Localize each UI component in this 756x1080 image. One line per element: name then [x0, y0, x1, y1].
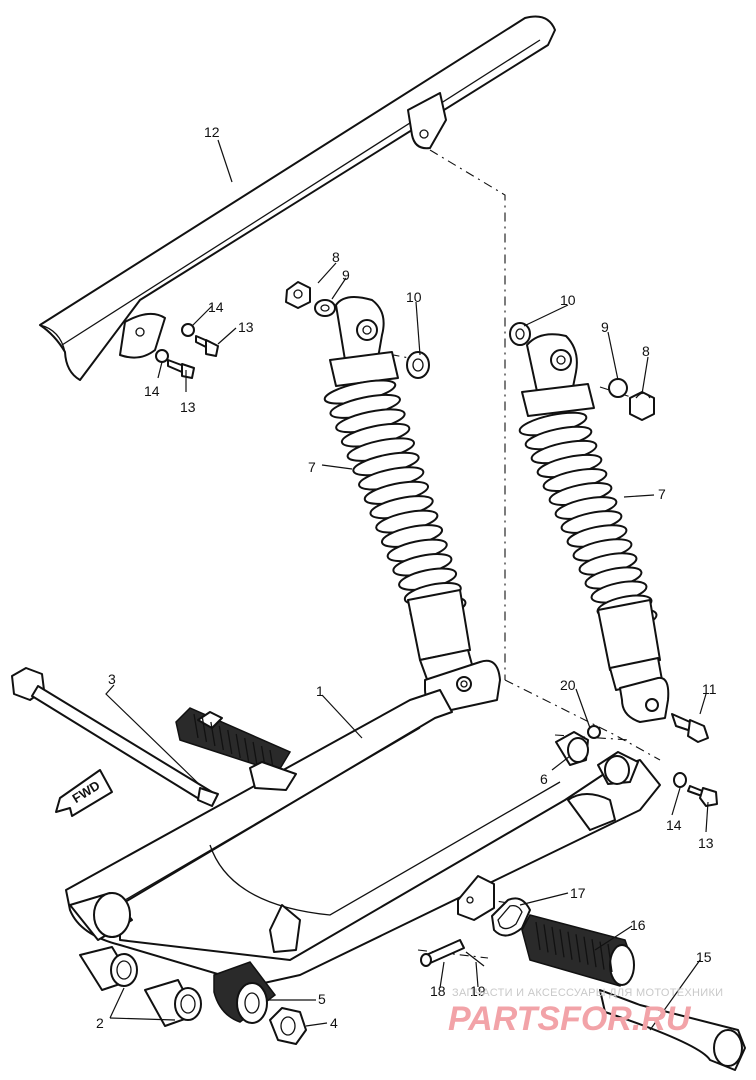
axle-nut [269, 1007, 307, 1045]
washer-20 [587, 725, 601, 739]
callout-11: 11 [702, 681, 717, 697]
footrest-rib [559, 929, 565, 958]
cap-nut-8-right [629, 391, 655, 421]
callout-9-left: 9 [342, 267, 350, 283]
callout-7-right: 7 [658, 486, 666, 502]
footrest-rib [201, 717, 208, 743]
callout-20: 20 [560, 677, 576, 693]
footrest-left [175, 707, 297, 791]
watermark-caption: ЗАПЧАСТИ И АКСЕССУАРЫ ДЛЯ МОТОТЕХНИКИ [452, 987, 723, 999]
callout-numbers: 12 8 9 10 14 13 14 13 7 10 9 8 7 3 1 20 … [96, 124, 717, 1031]
footrest-rib [535, 921, 541, 951]
pin-18 [420, 939, 465, 967]
footrest-rib [567, 931, 573, 960]
chain-guard [39, 15, 556, 381]
washer-9-right [608, 378, 628, 398]
footrest-rib [235, 733, 241, 759]
footrest-rib [575, 934, 581, 963]
callout-5: 5 [318, 991, 326, 1007]
shock-absorber-right [518, 333, 670, 723]
footrest-rib [543, 924, 549, 953]
callout-7-left: 7 [308, 459, 316, 475]
callout-16: 16 [630, 917, 646, 933]
pivot-bushings [69, 892, 202, 1027]
callout-13-right: 13 [698, 835, 714, 851]
cotter-pin-19 [465, 951, 485, 967]
callout-15: 15 [696, 949, 712, 965]
swing-arm-end-bushing [213, 961, 277, 1024]
footrest-rib [244, 737, 250, 763]
callout-8-right: 8 [642, 343, 650, 359]
watermark-brand: PARTSFOR.RU [448, 1000, 692, 1038]
callout-3: 3 [108, 671, 116, 687]
footrest-rib [551, 926, 557, 955]
washer-10-left [406, 351, 430, 379]
callout-4: 4 [330, 1015, 338, 1031]
washer-10-right [509, 322, 531, 346]
footrest-rib [193, 713, 199, 739]
footrest-rib [252, 741, 258, 767]
pivot-shaft [11, 667, 219, 807]
footrest-rib [583, 936, 589, 965]
callout-18: 18 [430, 983, 446, 999]
callout-8-left: 8 [332, 249, 340, 265]
leader-lines [105, 139, 709, 1031]
callout-1: 1 [316, 683, 324, 699]
callout-12: 12 [204, 124, 220, 140]
footrest-end [609, 944, 635, 986]
footrest-rib [227, 729, 233, 755]
footrest-rib [210, 721, 216, 747]
bolt-13-top [195, 335, 219, 357]
bolt-11 [671, 713, 709, 743]
washer-14-top [181, 323, 195, 337]
callout-6: 6 [540, 771, 548, 787]
callout-9-right: 9 [601, 319, 609, 335]
swing-arm [65, 689, 661, 986]
bolt-13-lower [167, 359, 195, 379]
washer-14-right [673, 772, 687, 788]
callout-17: 17 [570, 885, 586, 901]
callout-13-lower: 13 [180, 399, 196, 415]
callout-14-right: 14 [666, 817, 682, 833]
callout-2: 2 [96, 1015, 104, 1031]
callout-14-lower: 14 [144, 383, 160, 399]
callout-14-top: 14 [208, 299, 224, 315]
shock-collar-right [597, 751, 639, 785]
bolt-13-right [687, 785, 718, 807]
callout-19: 19 [470, 983, 486, 999]
washer-14-lower [155, 349, 169, 363]
footrest-rib [218, 725, 224, 751]
cap-nut-8-left [285, 281, 311, 309]
footrest-rib [591, 939, 597, 968]
footrest-rib [607, 943, 613, 973]
callout-10-right: 10 [560, 292, 576, 308]
callout-13-top: 13 [238, 319, 254, 335]
watermark: ЗАПЧАСТИ И АКСЕССУАРЫ ДЛЯ МОТОТЕХНИКИ PA… [448, 987, 723, 1038]
callout-10-left: 10 [406, 289, 422, 305]
footrest-bracket-17 [457, 875, 531, 937]
shock-collar-6 [555, 731, 589, 766]
washer-9-left [314, 299, 336, 317]
fwd-arrow: FWD [55, 769, 113, 817]
